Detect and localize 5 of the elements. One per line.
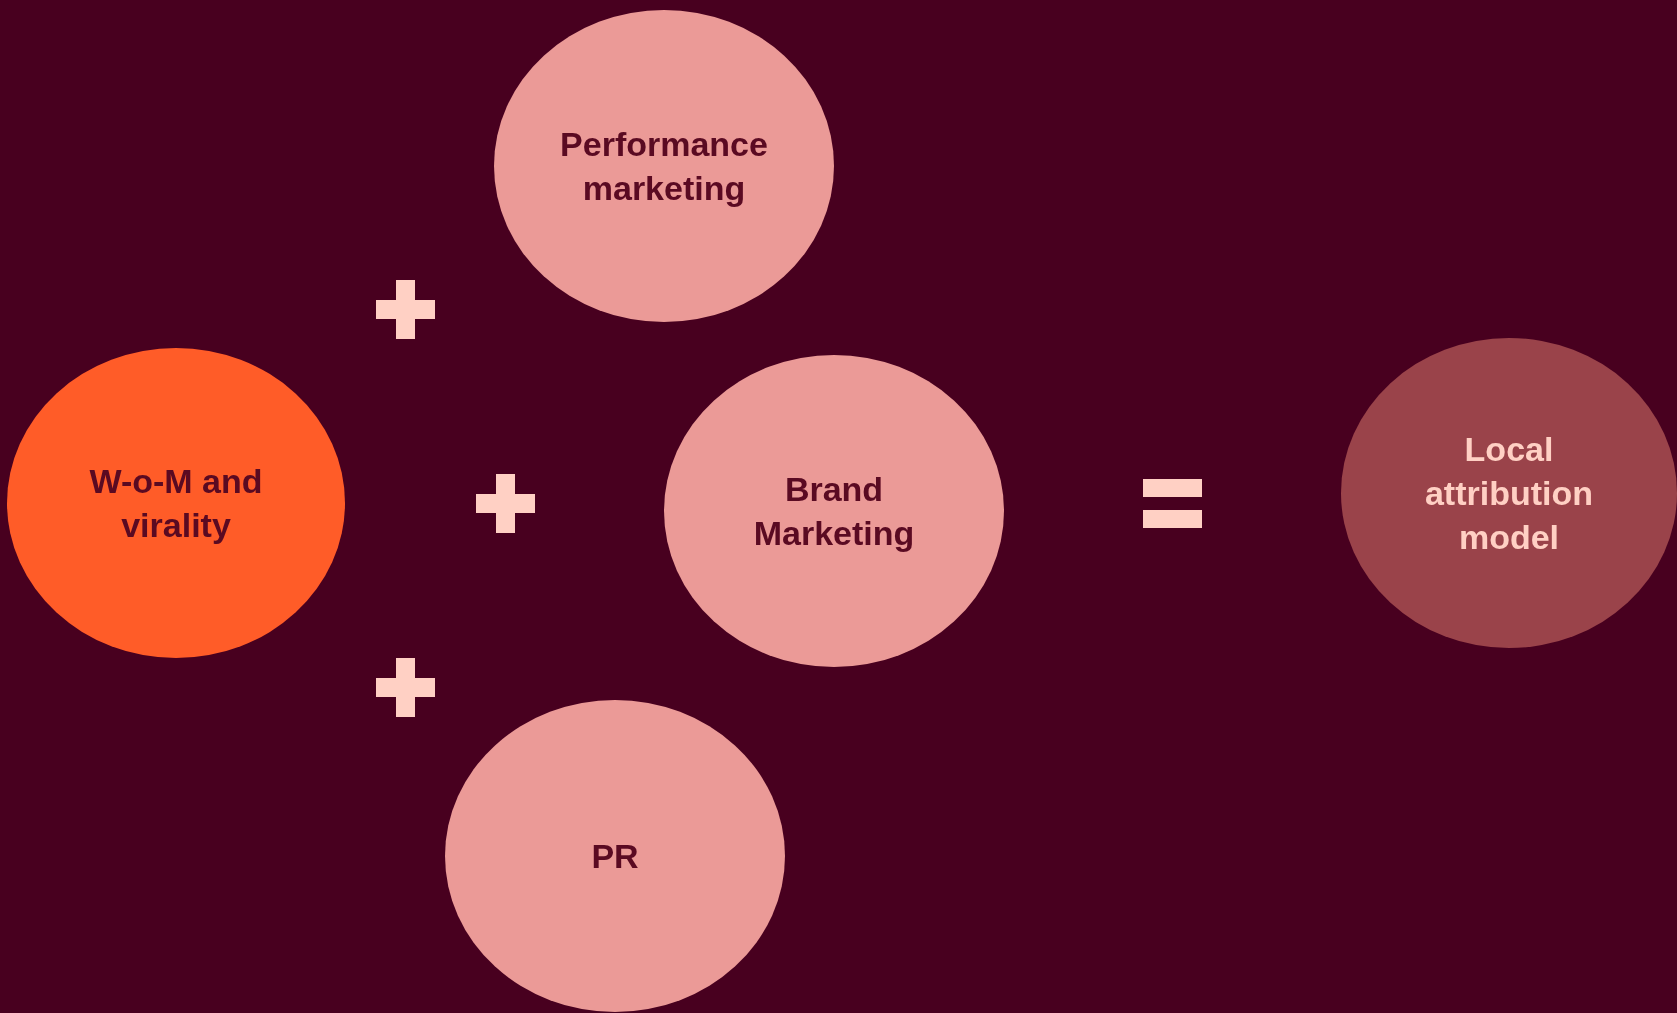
node-label: Performance marketing <box>559 124 769 209</box>
node-label: PR <box>591 836 639 877</box>
node-label: W-o-M and virality <box>88 461 264 546</box>
node-label: Brand Marketing <box>752 469 916 554</box>
node-label: Local attribution model <box>1423 429 1595 558</box>
